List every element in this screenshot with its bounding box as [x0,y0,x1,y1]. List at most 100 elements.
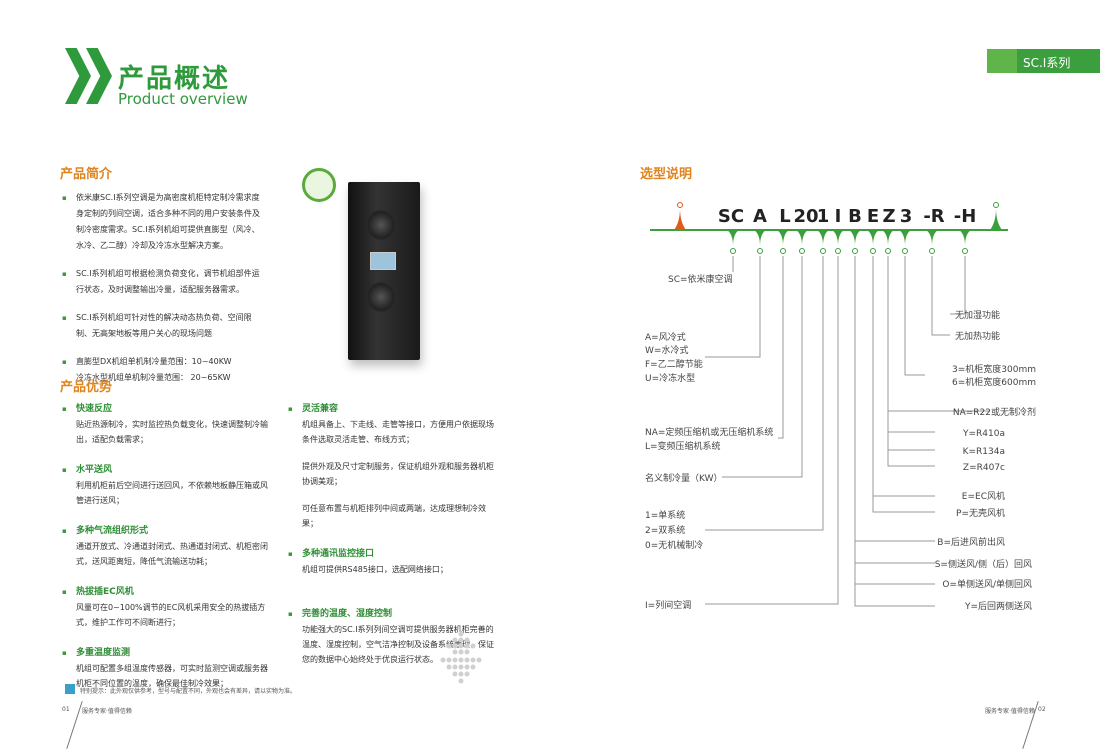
page-number-left: 01 [62,706,70,713]
connector-dot-icon [820,248,826,254]
code-sc: SC [718,206,744,227]
connector-drop-icon [899,230,911,246]
label: 0=无机械制冷 [645,539,703,551]
label: 3=机柜宽度300mm [952,363,1036,375]
connector-dot-icon [780,248,786,254]
connector-drop-icon [926,230,938,246]
code-fan: E [867,206,879,227]
advantage-text: 可任意布置与机柜排列中间或两端，达成理想制冷效果； [302,504,486,528]
connector-drop-icon [796,230,808,246]
connector-dot-icon [852,248,858,254]
advantage-text: 通道开放式、冷通道封闭式、热通道封闭式、机柜密闭式，送风距离短，降低气流输送功耗… [76,542,268,566]
advantage-title: 快速反应 [76,404,113,414]
footer-slogan-right: 服务专家·值得信赖 [985,708,1035,715]
advantages-heading: 产品优势 [60,380,113,395]
advantage-title: 多重温度监测 [76,648,131,658]
list-item: 依米康SC.I系列空调是为高密度机柜特定制冷需求度身定制的列间空调，适合多种不同… [62,190,267,254]
label: 6=机柜宽度600mm [952,376,1036,388]
page-number-right: 02 [1038,706,1046,713]
label: 无加热功能 [955,330,1000,342]
label: SC=依米康空调 [668,273,733,285]
list-item: SC.I系列机组可针对性的解决动态热负荷、空间限制、无高架地板等用户关心的现场问… [62,310,267,342]
label: 1=单系统 [645,509,685,521]
connector-dot-icon [799,248,805,254]
advantage-title: 多种气流组织形式 [76,526,149,536]
code-airflow: B [848,206,862,227]
connector-dot-icon [835,248,841,254]
label: 名义制冷量（KW） [645,472,722,484]
connector-drop-icon [882,230,894,246]
certification-badge-icon [302,168,336,202]
label: Y=R410a [962,429,1005,439]
code-width: 3 [900,206,913,227]
advantage-title: 完善的温度、湿度控制 [302,609,393,619]
advantage-text: 提供外观及尺寸定制服务，保证机组外观和服务器机柜协调美观； [302,462,494,486]
advantage-text: 机组具备上、下走线、走管等接口，方便用户依据现场条件选取灵活走管、布线方式； [302,420,494,444]
label: Y=后回两侧送风 [964,600,1032,612]
connector-drop-icon [727,230,739,246]
label: S=侧送风/侧（后）回风 [935,558,1032,570]
label: U=冷冻水型 [645,372,695,384]
list-item: 直膨型DX机组单机制冷量范围：10~40KW 冷冻水型机组单机制冷量范围： 20… [62,354,267,386]
product-image [348,182,420,360]
selection-heading: 选型说明 [640,167,693,182]
code-l: L [779,206,790,227]
advantage-text: 贴近热源制冷，实时监控热负载变化，快速调整制冷输出，适配负载需求； [76,420,268,444]
intro-heading: 产品简介 [60,167,113,182]
connector-dot-icon [757,248,763,254]
code-heat: -R [923,206,944,227]
advantage-title: 水平送风 [76,465,113,475]
connector-drop-icon [849,230,861,246]
advantages-col2: 灵活兼容 机组具备上、下走线、走管等接口，方便用户依据现场条件选取灵活走管、布线… [288,402,498,683]
label: P=无壳风机 [956,507,1005,519]
label: O=单侧送风/单侧回风 [942,578,1032,590]
connector-dot-icon [885,248,891,254]
connector-drop-icon [754,230,766,246]
advantage-title: 多种通讯监控接口 [302,549,375,559]
label: I=列间空调 [645,599,691,611]
connector-dot-icon [902,248,908,254]
code-capacity: 20 [793,206,818,227]
label: Z=R407c [963,463,1005,473]
list-item: SC.I系列机组可根据检测负荷变化，调节机组部件运行状态，及时调整输出冷量，适配… [62,266,267,298]
advantage-title: 热拔插EC风机 [76,587,134,597]
label: NA=R22或无制冷剂 [953,406,1036,418]
label: F=乙二醇节能 [645,358,703,370]
connector-dot-icon [962,248,968,254]
connector-drop-icon [777,230,789,246]
label: A=风冷式 [645,331,686,343]
footer-note: 特别提示：此外观仅供参考，型号与配置不同，外观也会有差异，请以实物为准。 [80,688,297,695]
label: NA=定频压缩机或无压缩机系统 [645,426,773,438]
code-refrigerant: Z [882,206,895,227]
connector-dot-icon [730,248,736,254]
connector-drop-icon [959,230,971,246]
notice-icon [65,684,75,694]
label: 无加湿功能 [955,309,1000,321]
advantage-title: 灵活兼容 [302,404,339,414]
label: B=后进风前出风 [937,536,1005,548]
label: L=变频压缩机系统 [645,440,721,452]
arrow-down-dots-icon [440,631,482,684]
advantage-text: 风量可在0~100%调节的EC风机采用安全的热拔插方式，维护工作可不间断进行； [76,603,266,627]
label: 2=双系统 [645,524,685,536]
code-system: 1 [817,206,830,227]
connector-drop-icon [832,230,844,246]
advantage-text: 机组可提供RS485接口，选配网络接口； [302,565,448,574]
series-tab: SC.I系列 [987,49,1100,73]
connector-drop-icon [817,230,829,246]
code-humidify: -H [954,206,977,227]
page-subtitle: Product overview [118,90,248,108]
code-type: I [835,206,842,227]
connector-dot-icon [929,248,935,254]
label: W=水冷式 [645,344,688,356]
label: E=EC风机 [962,490,1005,502]
intro-list: 依米康SC.I系列空调是为高密度机柜特定制冷需求度身定制的列间空调，适合多种不同… [62,190,267,398]
advantage-text: 利用机柜前后空间进行送回风，不依赖地板静压箱或风管进行送风； [76,481,268,505]
label: K=R134a [963,447,1005,457]
connector-dot-icon [870,248,876,254]
connector-drop-icon [867,230,879,246]
footer-slogan-left: 服务专家·值得信赖 [82,708,132,715]
page-title: 产品概述 [118,64,231,94]
